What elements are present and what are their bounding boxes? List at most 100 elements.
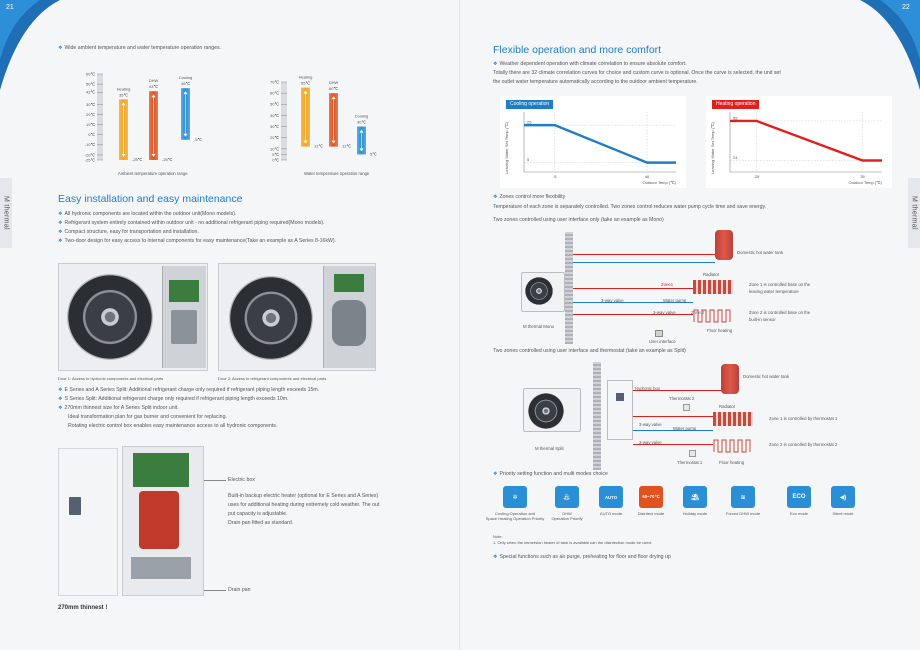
flex-text-1: Totally there are 32 climate correlation…: [493, 70, 781, 76]
range-bar-up-arrow: [121, 102, 126, 106]
gas-burner-text: Ideal transformation plan for gas burner…: [68, 414, 227, 420]
electric-box-label: Electric box: [228, 477, 255, 483]
fan-grille: [67, 274, 153, 360]
split-unit-label: M thermal Split: [535, 446, 564, 451]
priority-bullet: ❖Priority setting function and multi mod…: [493, 471, 608, 477]
door1-caption: Door 1: Access to hydronic components an…: [58, 376, 164, 381]
range-axis-tick-label: 40℃: [270, 113, 279, 118]
hot-pipe: [573, 254, 715, 255]
mono-zone1-label: Zone1: [661, 282, 674, 287]
range-bar-max-label: 30℃: [357, 120, 366, 125]
thermostat-1-device: [689, 450, 696, 457]
split-zone-diagram: M thermal Split Hydronic box Domestic ho…: [493, 358, 853, 476]
range-bar-up-arrow: [151, 94, 156, 98]
series-line: [524, 123, 676, 164]
mono-ui-label: User interface: [649, 339, 676, 344]
mono-radiator-label: Radiator: [703, 272, 720, 277]
mono-valve2-label: 3-way valve: [653, 310, 676, 315]
refrigerant-bullet-2: ❖S Series Split: Additional refrigerant …: [58, 396, 289, 402]
mono-diagram-title: Two zones controlled using user interfac…: [493, 217, 664, 223]
indoor-unit-open-photo: [122, 446, 204, 596]
open-door-panel: [162, 266, 206, 368]
zone-return-pipe: [573, 302, 693, 303]
mono-tank-label: Domestic hot water tank: [737, 250, 784, 255]
range-axis-tick-label: 50℃: [86, 82, 95, 87]
range-bar-down-arrow: [359, 148, 364, 152]
range-bar-label: Heating: [117, 86, 131, 91]
install-title: Easy installation and easy maintenance: [58, 193, 243, 205]
circuit-board: [169, 280, 199, 302]
range-axis-tick-label: 70℃: [270, 79, 279, 84]
auto-icon: AUTO: [599, 486, 623, 508]
split-outdoor-unit: [523, 388, 581, 432]
zone2-supply-pipe: [573, 314, 693, 315]
indoor-unit-photo: [58, 448, 118, 596]
range-axis-tick-label: 0℃: [88, 132, 95, 137]
range-bar-min-label: 5℃: [370, 151, 377, 156]
x-tick-label: -5: [553, 174, 557, 179]
install-bullet-4: ❖Two-door design for easy access to inte…: [58, 238, 337, 244]
thinnest-caption: 270mm thinnest !: [58, 605, 108, 611]
range-bar-min-label: -25℃: [132, 157, 143, 162]
page-number-right: 22: [902, 4, 910, 11]
radiator: [713, 412, 753, 426]
range-axis-tick-label: 5℃: [272, 152, 279, 157]
refrigerant-bullet-3: ❖270mm thinnest size for A Series Split …: [58, 405, 179, 411]
range-bar-max-label: 35℃: [119, 92, 128, 97]
page-fold: [459, 0, 461, 650]
range-axis-tick-label: 30℃: [270, 124, 279, 129]
split-radiator-label: Radiator: [719, 404, 736, 409]
floor-heating-coil: [713, 439, 751, 453]
mono-pump-label: Water pump: [663, 298, 687, 303]
zones-bullet: ❖Zones control more flexibility: [493, 194, 566, 200]
range-bar-max-label: 60℃: [329, 86, 338, 91]
mono-zone1-note-1: Zone 1 is controlled base on the: [749, 282, 811, 287]
thermostat-2-device: [683, 404, 690, 411]
electric-box-text-1: Built-in backup electric heater (optiona…: [228, 493, 379, 499]
eco-icon: ECO: [787, 486, 811, 508]
return-pipe: [573, 262, 715, 263]
left-swoosh-decoration: [0, 0, 60, 90]
range-axis-tick-label: 50℃: [270, 102, 279, 107]
range-bar-up-arrow: [331, 96, 336, 100]
user-interface-device: [655, 330, 663, 337]
drain-pan-label: Drain pan: [228, 587, 251, 593]
range-bar-down-arrow: [331, 140, 336, 144]
waves-icon: ≋: [731, 486, 755, 508]
fan-grille: [229, 276, 313, 360]
y-axis-label: Leaving Water Set Temp.(℃): [504, 121, 509, 174]
split-tank-label: Domestic hot water tank: [743, 374, 790, 379]
range-bar-min-label: -5℃: [194, 137, 203, 142]
hot-water-tank: [721, 364, 739, 394]
install-bullet-1: ❖All hydronic components are located wit…: [58, 211, 237, 217]
control-panel: [616, 393, 624, 401]
range-bar-down-arrow: [303, 140, 308, 144]
split-valve2-label: 3-way valve: [639, 440, 662, 445]
mono-zone2-note-1: Zone 2 is controlled base on the: [749, 310, 811, 315]
faucet-icon: ⛲: [555, 486, 579, 508]
flex-title: Flexible operation and more comfort: [493, 44, 662, 56]
split-floor-label: Floor heating: [719, 460, 745, 465]
hot-pipe: [633, 390, 721, 391]
mono-zone2-note-2: built-in sensor: [749, 317, 776, 322]
y-tick-label: 5: [527, 157, 530, 162]
split-hydronic-label: Hydronic box: [635, 386, 661, 391]
range-bar-up-arrow: [183, 91, 188, 95]
right-swoosh-decoration: [860, 0, 920, 90]
page-number-left: 21: [6, 4, 14, 11]
ambient-range-caption: Ambient temperature operation range: [118, 171, 188, 176]
note-title: Note:: [493, 534, 503, 539]
range-bar-min-label: 12℃: [342, 144, 351, 149]
zone1-supply-pipe: [633, 416, 713, 417]
temp-range-bullet: ❖Wide ambient temperature and water temp…: [58, 45, 222, 51]
range-bar-down-arrow: [183, 133, 188, 137]
series-line: [730, 119, 882, 162]
floor-heating-coil: [693, 309, 731, 323]
split-pump-label: Water pump: [673, 426, 697, 431]
y-tick-label: 25: [527, 120, 532, 125]
wall: [593, 362, 601, 470]
snowflake-sun-icon: ✲: [503, 486, 527, 508]
